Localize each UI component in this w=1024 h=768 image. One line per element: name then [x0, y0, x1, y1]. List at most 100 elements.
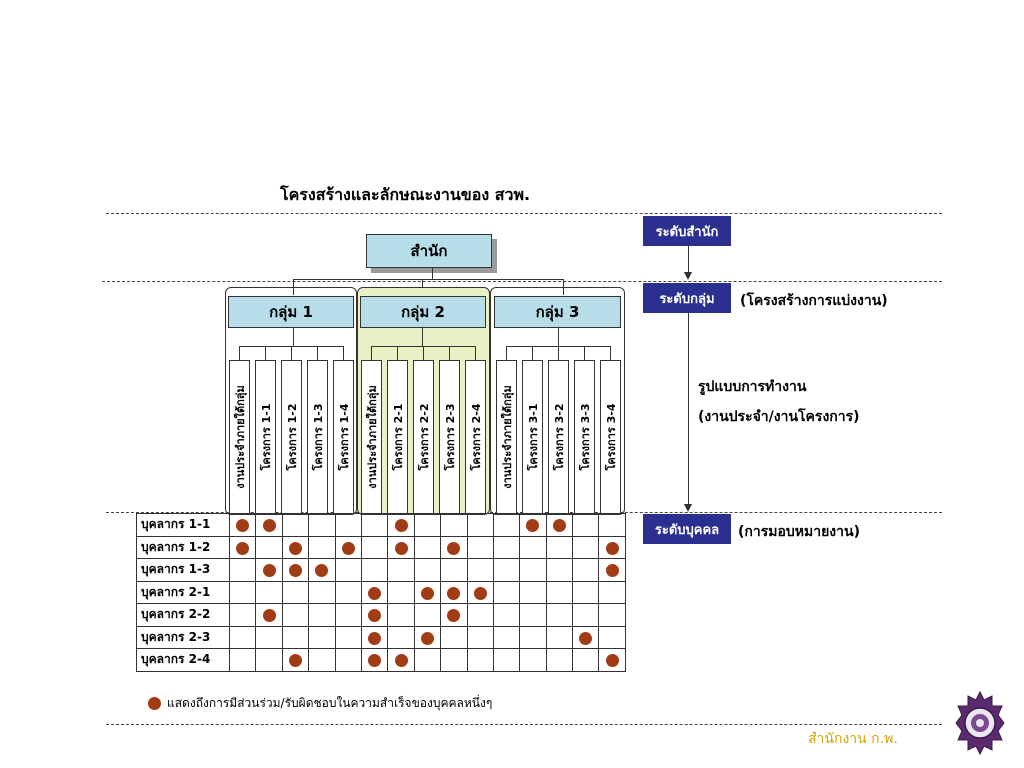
matrix-cell: [387, 513, 415, 537]
level-label: ระดับสำนัก: [655, 224, 719, 240]
column-label: โครงการ 3-3: [578, 403, 592, 471]
participation-dot-icon: [394, 654, 408, 668]
matrix-cell: [360, 580, 389, 604]
column-label: โครงการ 2-4: [469, 403, 483, 471]
column-connector: [449, 346, 450, 360]
matrix-cell: [413, 603, 442, 627]
matrix-cell: [598, 558, 626, 582]
column-label: โครงการ 3-4: [604, 403, 618, 471]
matrix-row: บุคลากร 1-2: [136, 535, 626, 559]
matrix-cell: [440, 558, 468, 582]
participation-dot-icon: [552, 519, 566, 533]
group-box-3: กลุ่ม 3: [494, 296, 621, 328]
group-connector-down: [558, 327, 559, 346]
participation-dot-icon: [605, 564, 619, 578]
matrix-cell: [228, 648, 257, 672]
column-label: โครงการ 1-4: [337, 403, 351, 471]
arrow-down-icon: [684, 504, 692, 512]
level-label: ระดับบุคคล: [654, 522, 720, 538]
column-connector: [397, 346, 398, 360]
legend-dot-icon: [148, 697, 161, 710]
column-label: โครงการ 1-2: [285, 403, 299, 471]
matrix-cell: [545, 558, 574, 582]
matrix-cell: [413, 580, 442, 604]
matrix-cell: [228, 580, 257, 604]
column-label: โครงการ 3-1: [526, 403, 540, 471]
matrix-cell: [545, 535, 574, 559]
column-label: โครงการ 1-1: [259, 403, 273, 471]
matrix-cell: [281, 625, 310, 649]
connector-horizontal: [293, 279, 563, 280]
matrix-cell: [413, 535, 442, 559]
matrix-cell: [360, 648, 389, 672]
personnel-label: บุคลากร 1-2: [136, 535, 230, 559]
page-title: โครงสร้างและลักษณะงานของ สวพ.: [280, 185, 531, 204]
matrix-cell: [334, 625, 362, 649]
matrix-cell: [492, 558, 521, 582]
matrix-cell: [572, 648, 600, 672]
matrix-cell: [255, 580, 283, 604]
matrix-row: บุคลากร 2-2: [136, 603, 626, 627]
work-style-line2: (งานประจำ/งานโครงการ): [698, 409, 860, 425]
participation-dot-icon: [368, 631, 382, 645]
routine-work-column: งานประจำภายใต้กลุ่ม: [361, 360, 382, 514]
matrix-cell: [440, 648, 468, 672]
legend: แสดงถึงการมีส่วนร่วม/รับผิดชอบในความสำเร…: [148, 694, 492, 713]
column-connector: [343, 346, 344, 360]
matrix-cell: [519, 648, 547, 672]
participation-dot-icon: [473, 586, 487, 600]
participation-dot-icon: [605, 541, 619, 555]
matrix-row: บุคลากร 2-4: [136, 648, 626, 672]
participation-dot-icon: [447, 586, 461, 600]
matrix-cell: [440, 625, 468, 649]
group-box-1: กลุ่ม 1: [228, 296, 354, 328]
matrix-row: บุคลากร 1-1: [136, 513, 626, 537]
column-connector: [532, 346, 533, 360]
matrix-cell: [572, 513, 600, 537]
matrix-cell: [281, 513, 310, 537]
matrix-cell: [598, 580, 626, 604]
matrix-cell: [334, 558, 362, 582]
project-column: โครงการ 2-3: [439, 360, 460, 514]
routine-work-column: งานประจำภายใต้กลุ่ม: [496, 360, 517, 514]
matrix-cell: [466, 558, 494, 582]
personnel-label: บุคลากร 2-1: [136, 580, 230, 604]
participation-dot-icon: [447, 541, 461, 555]
column-connector: [423, 346, 424, 360]
matrix-cell: [572, 625, 600, 649]
personnel-label: บุคลากร 2-4: [136, 648, 230, 672]
participation-dot-icon: [368, 586, 382, 600]
matrix-cell: [387, 580, 415, 604]
column-label: งานประจำภายใต้กลุ่ม: [500, 385, 514, 489]
matrix-cell: [440, 513, 468, 537]
participation-dot-icon: [288, 654, 302, 668]
column-label: งานประจำภายใต้กลุ่ม: [365, 385, 379, 489]
level-individual-note: (การมอบหมายงาน): [738, 524, 860, 540]
matrix-cell: [440, 603, 468, 627]
matrix-cell: [598, 603, 626, 627]
participation-dot-icon: [420, 631, 434, 645]
matrix-row: บุคลากร 2-3: [136, 625, 626, 649]
column-connector: [558, 346, 559, 360]
matrix-cell: [255, 648, 283, 672]
matrix-cell: [519, 558, 547, 582]
participation-dot-icon: [368, 654, 382, 668]
project-column: โครงการ 1-1: [255, 360, 276, 514]
participation-dot-icon: [262, 519, 276, 533]
matrix-cell: [440, 580, 468, 604]
participation-dot-icon: [368, 609, 382, 623]
matrix-cell: [360, 513, 389, 537]
matrix-cell: [492, 648, 521, 672]
matrix-cell: [228, 558, 257, 582]
participation-dot-icon: [394, 541, 408, 555]
project-column: โครงการ 2-4: [465, 360, 486, 514]
project-column: โครงการ 3-3: [574, 360, 595, 514]
matrix-cell: [466, 580, 494, 604]
participation-dot-icon: [420, 586, 434, 600]
project-column: โครงการ 1-4: [333, 360, 354, 514]
matrix-cell: [466, 648, 494, 672]
level-group-tag: ระดับกลุ่ม: [643, 283, 731, 313]
project-column: โครงการ 3-1: [522, 360, 543, 514]
group-box-2: กลุ่ม 2: [360, 296, 486, 328]
